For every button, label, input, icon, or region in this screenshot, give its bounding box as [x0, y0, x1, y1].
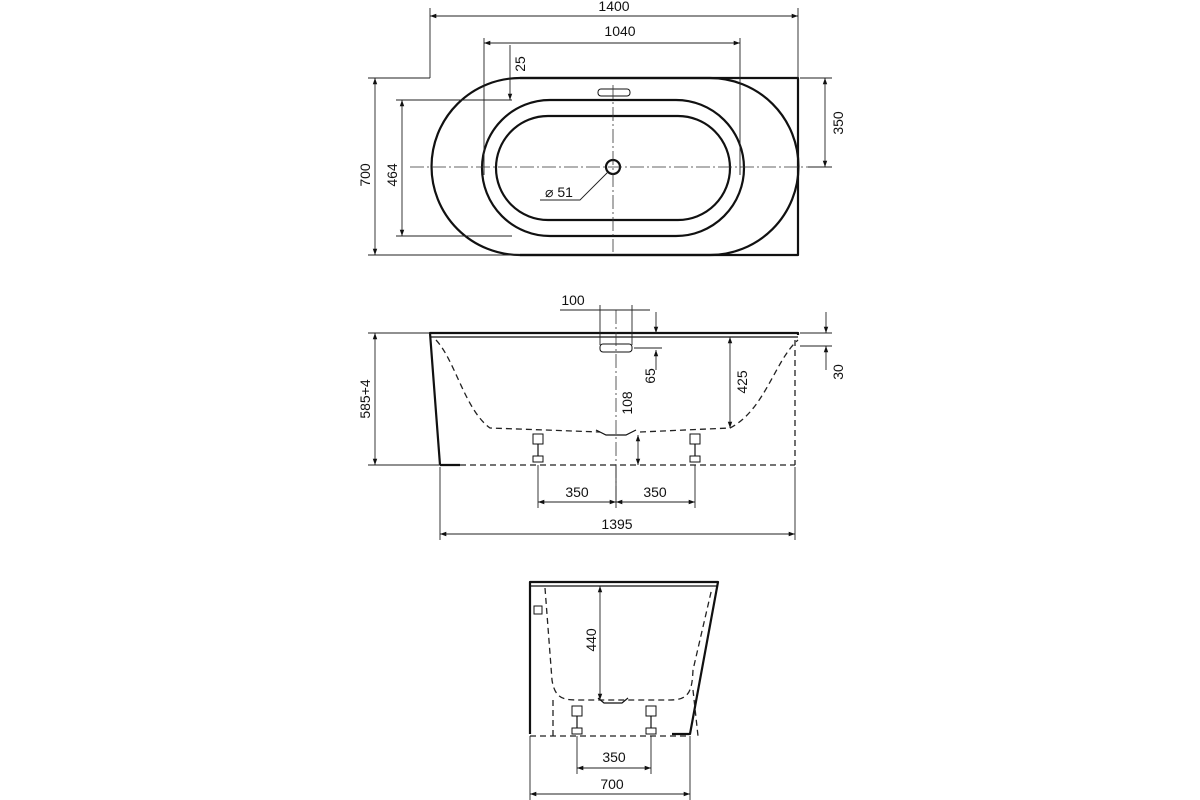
- end-leg-left: [571, 705, 583, 735]
- dim-half-width: 350: [830, 111, 846, 135]
- dim-drain-height: 108: [619, 391, 635, 415]
- dim-overflow-offset: 100: [561, 292, 585, 308]
- end-basin-profile: [544, 587, 713, 701]
- dim-inner-depth: 425: [734, 370, 750, 394]
- end-view: 440 350 700: [528, 580, 720, 800]
- dim-end-width: 700: [600, 776, 624, 792]
- dim-overall-length: 1400: [598, 0, 629, 14]
- dim-inner-width: 464: [384, 163, 400, 187]
- side-leg-right: [689, 433, 701, 463]
- top-rim-outline: [520, 76, 800, 257]
- dim-end-depth: 440: [583, 628, 599, 652]
- dim-total-height: 585+4: [357, 379, 373, 419]
- top-overflow: [597, 88, 631, 97]
- side-outer-outline: [428, 331, 800, 466]
- side-leg-left: [532, 433, 544, 463]
- top-outer-outline: [430, 76, 800, 257]
- dim-end-leg-spacing: 350: [602, 749, 626, 765]
- dim-leg-left: 350: [565, 484, 589, 500]
- dim-rim-offset: 25: [512, 56, 528, 72]
- dim-inner-length: 1040: [604, 23, 635, 39]
- dim-base-length: 1395: [601, 516, 632, 532]
- side-view: 100 65 425 108 30 585+4 350 350: [357, 292, 846, 540]
- top-view: 1400 1040 25 350 700 464 ⌀ 51: [357, 0, 846, 257]
- end-leg-right: [645, 705, 657, 735]
- dim-overall-width: 700: [357, 163, 373, 187]
- dim-drain: ⌀ 51: [545, 184, 573, 200]
- side-basin-profile: [435, 339, 799, 433]
- end-outer-outline: [528, 580, 720, 736]
- dim-leg-right: 350: [643, 484, 667, 500]
- dim-overflow-height: 65: [642, 368, 658, 384]
- dim-rim-thickness: 30: [830, 364, 846, 380]
